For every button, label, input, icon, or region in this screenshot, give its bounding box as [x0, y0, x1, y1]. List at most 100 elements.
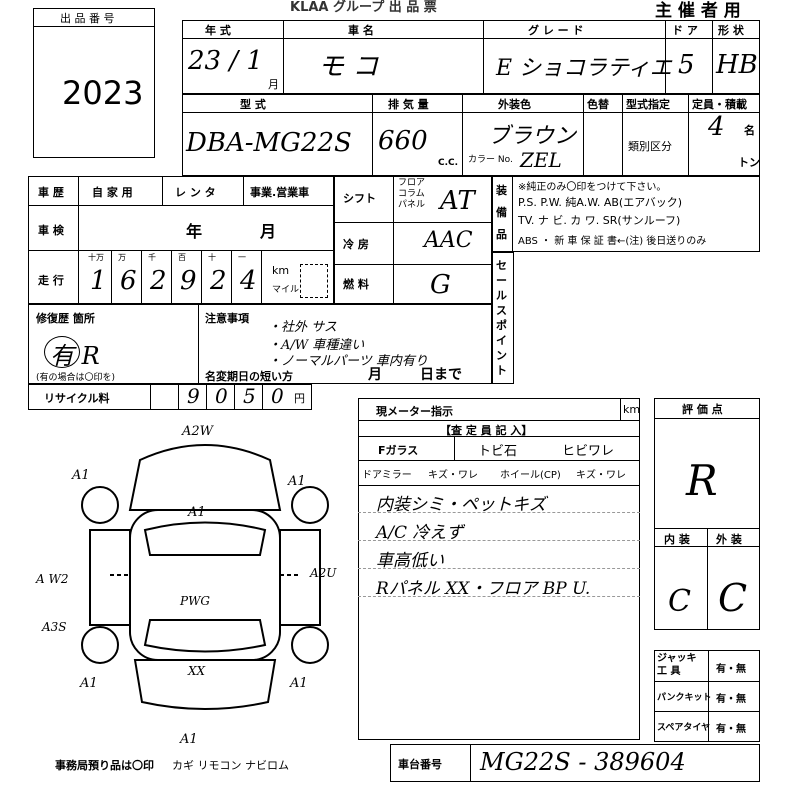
history-rental[interactable]: レ ン タ	[175, 186, 216, 199]
recycle-cell: 0	[206, 384, 234, 410]
comment-2: A/C 冷えず	[376, 523, 464, 543]
equipment-block	[492, 176, 760, 252]
shift-options: フロア コラム パネル	[398, 178, 426, 210]
puncture-choice[interactable]: 有・無	[716, 694, 746, 705]
mileage-digit: 2	[210, 266, 227, 296]
spare-label: スペアタイヤ	[657, 723, 711, 733]
recycle-digit: 9	[187, 384, 200, 408]
equipment-line2[interactable]: TV. ナ ビ. カ ワ. SR(サンルーフ)	[518, 214, 681, 227]
chassis-value: MG22S - 389604	[480, 748, 686, 776]
chassis-block	[390, 744, 760, 782]
front-left-wheel	[81, 486, 119, 524]
mileage-unit-label: 百	[178, 253, 186, 262]
inspector-check-area	[358, 420, 640, 486]
glass-chip[interactable]: トビ石	[478, 444, 518, 459]
displacement-value: 660	[378, 126, 428, 156]
color-replaced-label: 色替	[587, 98, 609, 111]
equipment-note: ※純正のみ〇印をつけて下さい。	[518, 182, 667, 193]
color-value: ブラウン	[488, 124, 577, 149]
mark-front-left: A1	[72, 468, 90, 483]
shape-value: HB	[716, 50, 758, 80]
mileage-unit-label: 十	[208, 253, 216, 262]
inspection-label: 車 検	[38, 224, 64, 237]
auction-header: KLAA グループ 出 品 票	[290, 0, 437, 15]
mileage-label: 走 行	[38, 274, 64, 287]
shape-label: 形 状	[718, 24, 744, 37]
mileage-unit-checkbox[interactable]	[300, 264, 328, 298]
mark-rear-right: A1	[290, 676, 308, 691]
recycle-digit: 5	[243, 384, 256, 408]
fuel-label: 燃 料	[343, 278, 369, 291]
mileage-unit-label: 千	[148, 253, 156, 262]
mark-rear-center: XX	[188, 664, 206, 678]
history-private[interactable]: 自 家 用	[92, 186, 133, 199]
exterior-score: C	[718, 576, 748, 620]
comment-1: 内装シミ・ペットキズ	[376, 495, 546, 515]
left-side-panel	[89, 529, 131, 626]
mileage-unit-label: 十万	[88, 253, 104, 262]
recycle-cell: 0	[262, 384, 290, 410]
glass-crack[interactable]: ヒビワレ	[562, 444, 615, 459]
puncture-label: パンクキット	[657, 693, 712, 703]
office-items: カギ リモコン ナビロム	[172, 759, 289, 772]
jack-choice[interactable]: 有・無	[716, 664, 746, 675]
spare-choice[interactable]: 有・無	[716, 724, 746, 735]
equipment-label: 装 備 品	[496, 184, 507, 241]
chassis-label: 車台番号	[398, 758, 442, 771]
equipment-line3[interactable]: ABS ・ 新 車 保 証 書←(注) 後日送りのみ	[518, 236, 707, 247]
fuel-value: G	[430, 270, 451, 300]
comment-4: Rパネル XX・フロア BP U.	[376, 579, 591, 599]
recycle-unit: 円	[294, 392, 305, 405]
year-label: 年 式	[205, 24, 231, 37]
repair-note: (有の場合は〇印を)	[36, 373, 116, 383]
repair-circle-mark	[44, 336, 80, 368]
notes-label: 注意事項	[205, 312, 249, 325]
notes-line2: ・A/W 車種違い	[268, 338, 365, 353]
shift-label: シフト	[343, 192, 376, 205]
notes-line3: ・ノーマルパーツ 車内有り	[268, 354, 428, 369]
type-designation-label: 型式指定	[626, 98, 670, 111]
mileage-digit: 1	[90, 266, 107, 296]
capacity-value: 4	[708, 112, 725, 142]
mileage-km: km	[272, 264, 290, 277]
sales-point-box	[492, 252, 514, 384]
cc-unit: C.C.	[438, 158, 459, 168]
current-meter-label: 現メーター指示	[376, 405, 453, 418]
mileage-digit: 6	[120, 266, 137, 296]
shift-value: AT	[440, 186, 475, 216]
deadline-label: 名変期日の短い方	[205, 370, 293, 383]
history-business[interactable]: 事業.営業車	[250, 186, 310, 199]
comment-3: 車高低い	[376, 551, 444, 571]
mirror-value[interactable]: キズ・ワレ	[428, 470, 478, 481]
load-unit: トン	[738, 156, 760, 169]
equipment-line1[interactable]: P.S. P.W. 純A.W. AB(エアバック)	[518, 196, 683, 209]
right-side-panel	[279, 529, 321, 626]
recycle-digit: 0	[215, 384, 228, 408]
history-block	[28, 176, 334, 304]
year-value: 23 / 1	[188, 46, 263, 76]
body-outline	[129, 509, 281, 661]
interior-label: 内 装	[664, 533, 690, 546]
glass-label: Fガラス	[378, 444, 419, 457]
mark-left-side2: A3S	[42, 620, 67, 634]
capacity-unit: 名	[744, 124, 755, 137]
inspector-title: 【査 定 員 記 入】	[440, 424, 533, 437]
mileage-digit: 4	[240, 266, 257, 296]
grade-value: E ショコラティエ	[496, 56, 672, 81]
capacity-label: 定員・積載	[692, 98, 747, 111]
color-no-value: ZEL	[520, 148, 562, 172]
wheel-value[interactable]: キズ・ワレ	[576, 470, 626, 481]
mileage-digit: 2	[150, 266, 167, 296]
wheel-label: ホイール(CP)	[500, 470, 561, 481]
notes-line1: ・社外 サス	[268, 320, 337, 335]
rear-window-outline	[143, 619, 267, 653]
hood-outline	[128, 444, 282, 511]
mark-roof: A1	[188, 505, 206, 520]
office-note: 事務局預り品は〇印	[55, 759, 154, 772]
name-value: モ コ	[318, 52, 379, 82]
score-label: 評 価 点	[682, 403, 723, 416]
tail-outline	[133, 659, 277, 710]
mileage-unit-label: 万	[118, 253, 126, 262]
